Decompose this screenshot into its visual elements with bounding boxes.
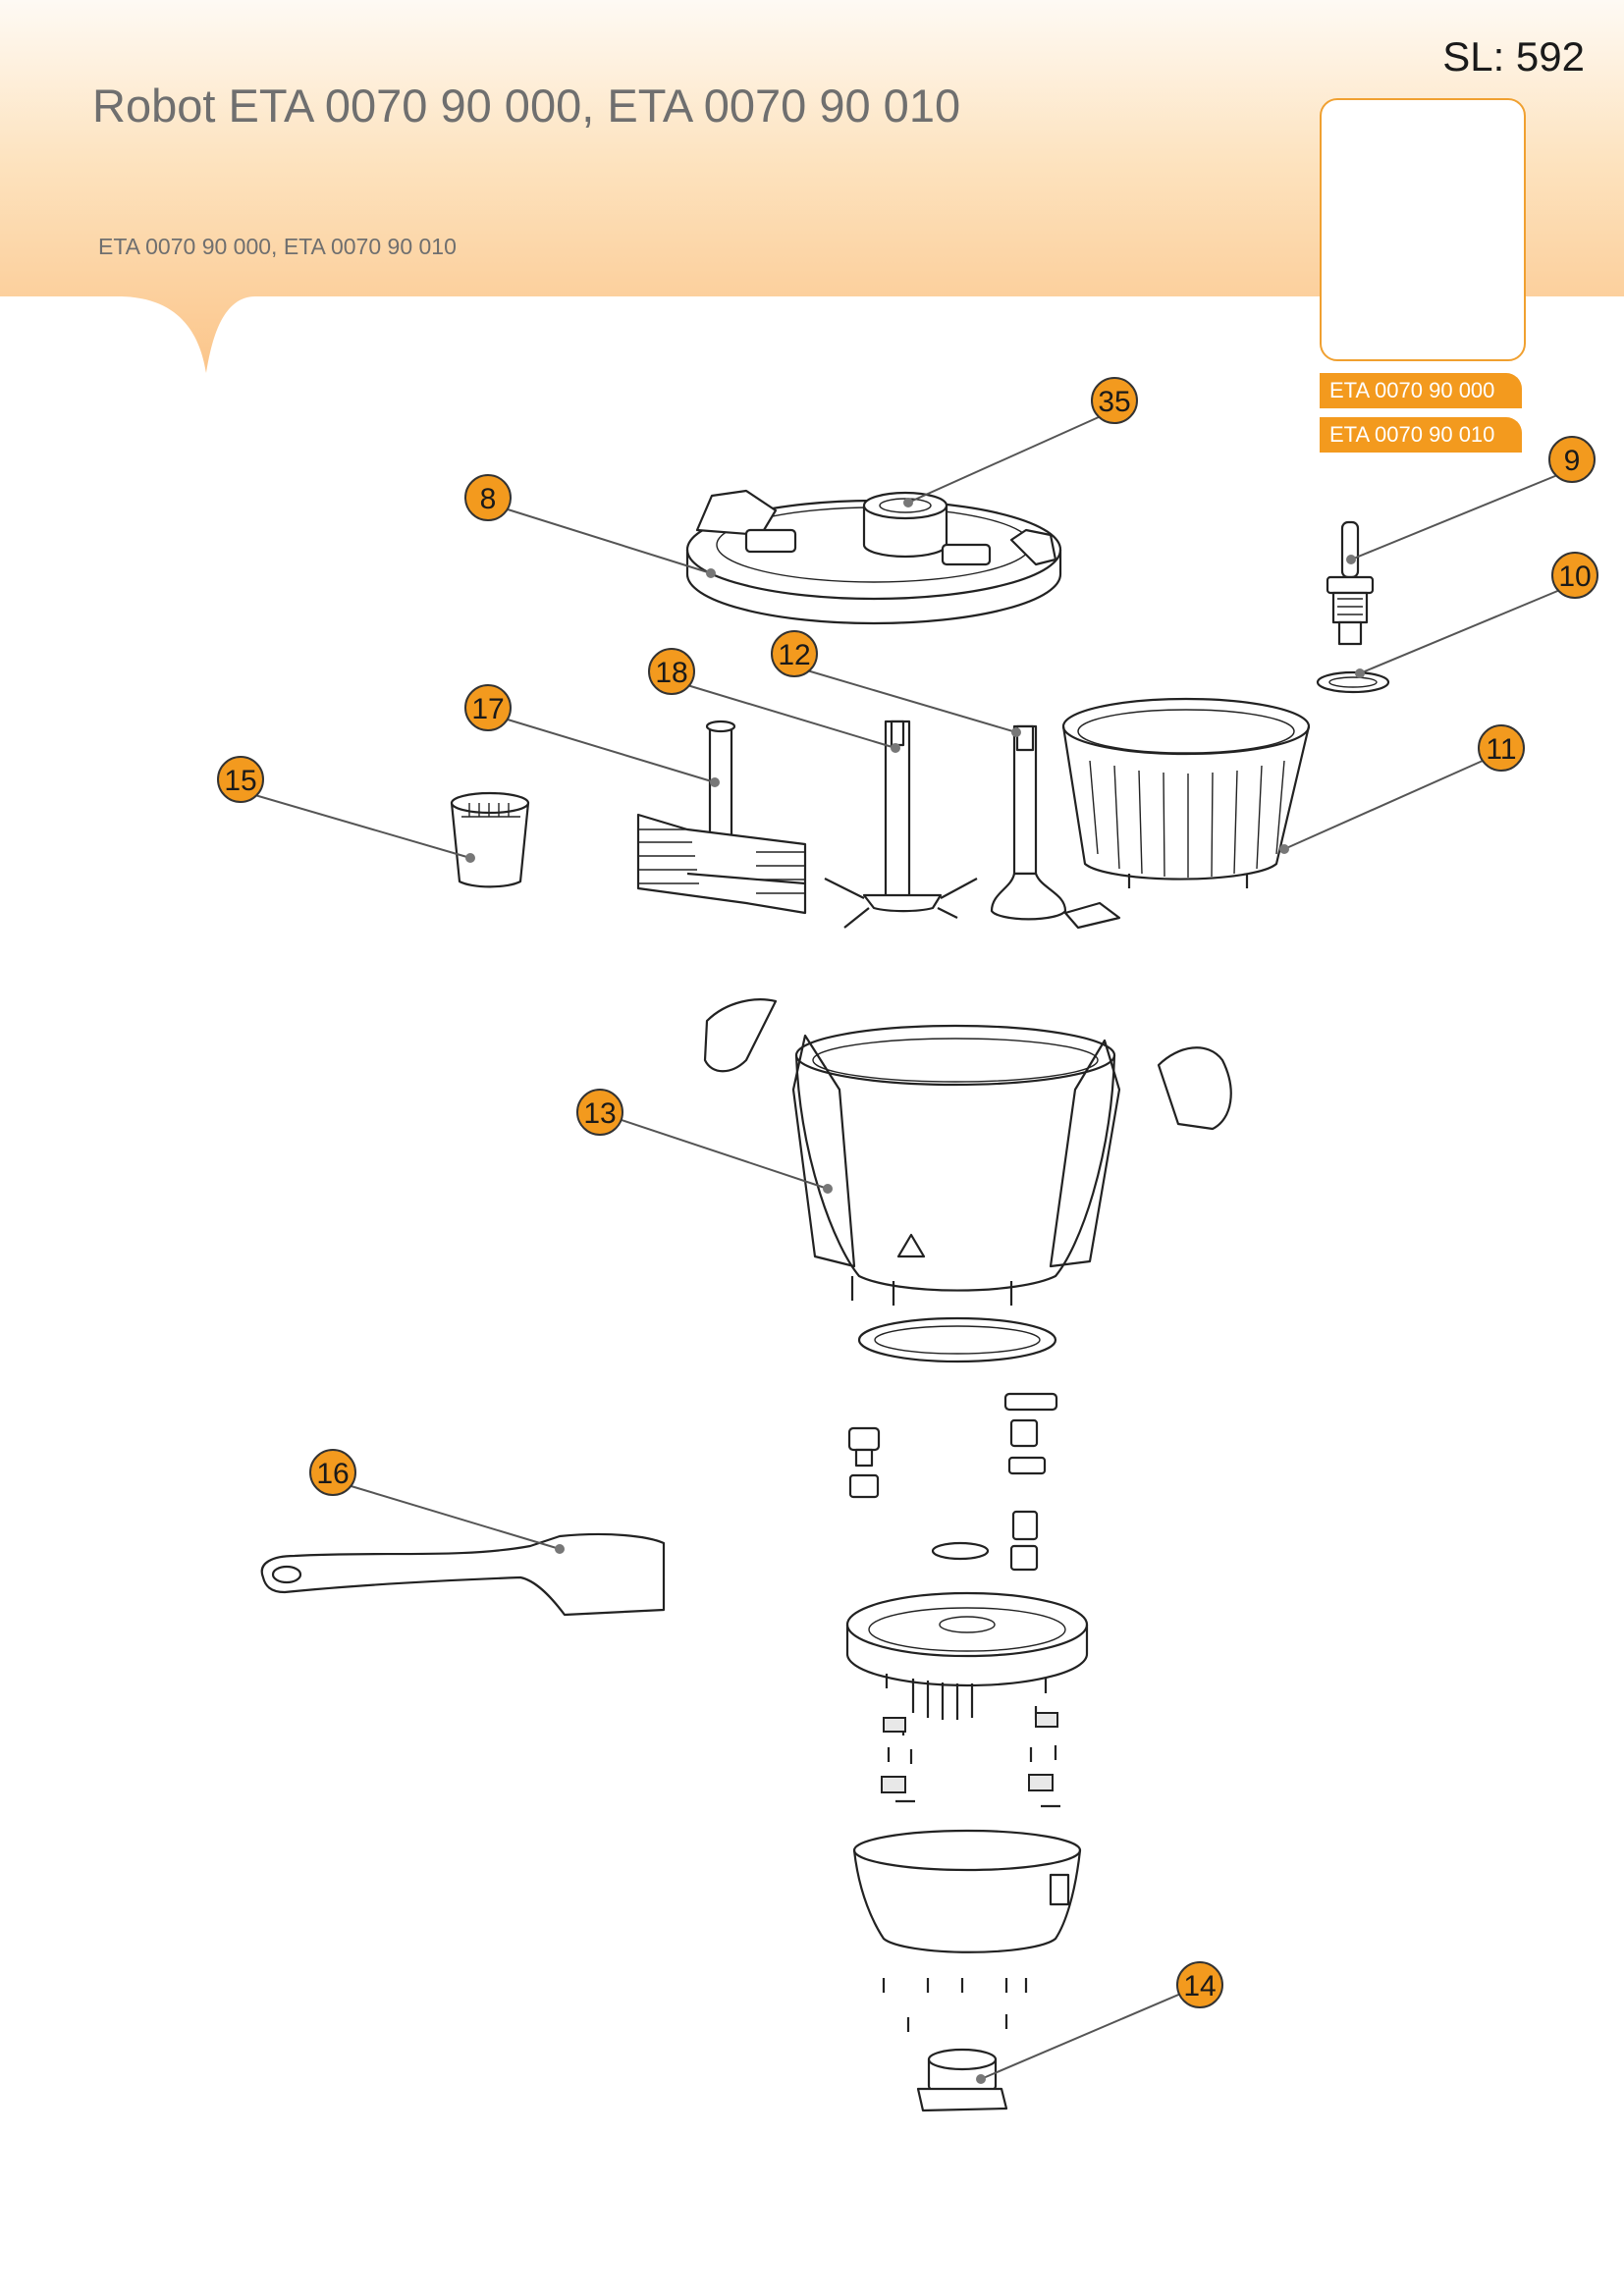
callout-9-label: 9	[1564, 445, 1581, 477]
callout-9[interactable]: 9	[1548, 436, 1596, 483]
callout-11-label: 11	[1486, 733, 1516, 766]
callout-35[interactable]: 35	[1091, 377, 1138, 424]
callout-13-label: 13	[583, 1097, 616, 1130]
callout-14[interactable]: 14	[1176, 1961, 1223, 2008]
callout-14-label: 14	[1183, 1970, 1216, 2002]
callout-15[interactable]: 15	[217, 756, 264, 803]
knife-shaft-drawing	[824, 720, 978, 929]
drive-coupling-drawing	[916, 2048, 1008, 2112]
spatula-drawing	[260, 1532, 666, 1617]
lower-base-housing-drawing	[852, 1829, 1082, 2032]
callout-18[interactable]: 18	[648, 648, 695, 695]
callout-17[interactable]: 17	[464, 684, 512, 731]
callout-10-label: 10	[1558, 561, 1591, 593]
stirring-shaft-drawing	[990, 724, 1121, 930]
callout-13[interactable]: 13	[576, 1089, 623, 1136]
callout-15-label: 15	[224, 765, 256, 797]
callout-16[interactable]: 16	[309, 1449, 356, 1496]
callout-12[interactable]: 12	[771, 630, 818, 677]
sealing-ring-drawing	[1316, 670, 1390, 694]
bowl-drawing	[703, 998, 1232, 1306]
kneading-paddle-drawing	[636, 720, 807, 915]
callout-11[interactable]: 11	[1478, 724, 1525, 772]
bowl-base-gasket-drawing	[857, 1316, 1057, 1363]
callout-16-label: 16	[316, 1458, 349, 1490]
callout-18-label: 18	[655, 657, 687, 689]
callout-12-label: 12	[778, 639, 810, 671]
variant-tag-1[interactable]: ETA 0070 90 010	[1320, 417, 1522, 453]
screws-drawing	[881, 1674, 1060, 1808]
lid-drawing	[685, 489, 1062, 625]
product-photo-placeholder	[1320, 98, 1526, 361]
callout-8[interactable]: 8	[464, 474, 512, 521]
callout-10[interactable]: 10	[1551, 552, 1598, 599]
sheet-code: SL: 592	[1442, 33, 1585, 80]
callout-17-label: 17	[471, 693, 504, 725]
internal-small-parts-drawing	[847, 1392, 1058, 1572]
header-background	[0, 0, 1624, 373]
leader-lines	[247, 411, 1568, 2084]
upper-base-housing-drawing	[845, 1591, 1089, 1720]
callout-35-label: 35	[1098, 386, 1130, 418]
page-subtitle: ETA 0070 90 000, ETA 0070 90 010	[98, 234, 457, 259]
steam-basket-drawing	[1061, 697, 1311, 888]
measuring-cup-drawing	[450, 791, 530, 888]
callout-8-label: 8	[480, 483, 497, 515]
coupling-shaft-drawing	[1326, 520, 1375, 646]
page-title: Robot ETA 0070 90 000, ETA 0070 90 010	[92, 80, 961, 132]
variant-tag-0[interactable]: ETA 0070 90 000	[1320, 373, 1522, 408]
